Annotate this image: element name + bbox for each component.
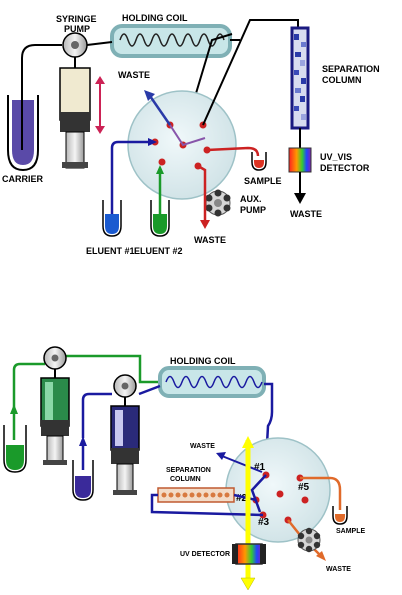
waste-arrow-top-bottom — [221, 455, 263, 473]
holding-coil-bottom — [158, 366, 266, 398]
sample-line-bottom — [300, 476, 342, 510]
waste-label-bottom-2: WASTE — [326, 566, 351, 573]
syringe-pump-blue — [110, 374, 140, 495]
eluent1-line — [110, 140, 153, 225]
port2-label: #2 — [236, 493, 248, 504]
waste-label-top-bottom: WASTE — [190, 443, 215, 450]
separation-column-top — [290, 26, 310, 130]
carrier-line — [21, 44, 62, 100]
eluent1-label: ELUENT #1 — [86, 246, 135, 256]
blue-vessel — [72, 460, 94, 501]
aux-pump-label-1: AUX. — [240, 194, 262, 204]
uv-vis-label-2: DETECTOR — [320, 163, 370, 173]
port3-label: #3 — [258, 517, 270, 528]
coil-to-valve-line-bottom — [264, 382, 274, 463]
syringe-pump-label-1: SYRINGE — [56, 14, 97, 24]
waste-label-left: WASTE — [118, 70, 150, 80]
aux-pump — [205, 189, 231, 217]
waste-label-right: WASTE — [290, 209, 322, 219]
aux-pump-label-2: PUMP — [240, 205, 266, 215]
carrier-label: CARRIER — [2, 174, 44, 184]
carrier-vessel — [7, 95, 39, 172]
eluent1-vessel — [102, 200, 122, 237]
separation-column-label-2: COLUMN — [322, 75, 362, 85]
uv-detector-label: UV DETECTOR — [180, 551, 230, 558]
eluent2-vessel — [150, 200, 170, 237]
holding-coil-label-bottom: HOLDING COIL — [170, 356, 236, 366]
aux-pump-bottom — [297, 527, 321, 553]
green-line — [12, 354, 160, 440]
uv-vis-label-1: UV_VIS — [320, 152, 352, 162]
selection-valve-bottom — [225, 437, 331, 543]
holding-coil-label-top: HOLDING COIL — [122, 13, 188, 23]
sample-vessel-top — [251, 152, 267, 171]
separation-column-bottom — [157, 487, 235, 503]
bottom-diagram: HOLDING COIL #1 #2 #3 #5 WASTE — [3, 346, 366, 591]
valve-to-column-line — [202, 19, 299, 126]
sample-line — [206, 146, 260, 157]
separation-column-label-bottom-1: SEPARATION — [166, 467, 211, 474]
syringe-pump-label-2: PUMP — [64, 24, 90, 34]
sample-label-top: SAMPLE — [244, 176, 282, 186]
column-return-line — [150, 493, 264, 517]
waste-arrow-left — [148, 95, 172, 126]
eluent2-label: ELUENT #2 — [134, 246, 183, 256]
top-diagram: SYRINGE PUMP HOLDING COIL WASTE — [2, 13, 380, 256]
uv-detector-bottom — [235, 543, 263, 565]
green-vessel — [3, 425, 27, 473]
blue-line-left — [81, 392, 112, 470]
separation-column-label-1: SEPARATION — [322, 64, 380, 74]
port1-label: #1 — [254, 462, 266, 473]
syringe-pump — [59, 32, 91, 169]
sample-vessel-bottom — [332, 506, 348, 525]
sample-label-bottom: SAMPLE — [336, 528, 366, 535]
separation-column-label-bottom-2: COLUMN — [170, 476, 201, 483]
waste-label-bottom: WASTE — [194, 235, 226, 245]
syringe-pump-green — [40, 346, 70, 465]
port5-label: #5 — [298, 482, 310, 493]
waste-line-bottom — [197, 164, 207, 222]
uv-vis-detector — [288, 147, 312, 173]
